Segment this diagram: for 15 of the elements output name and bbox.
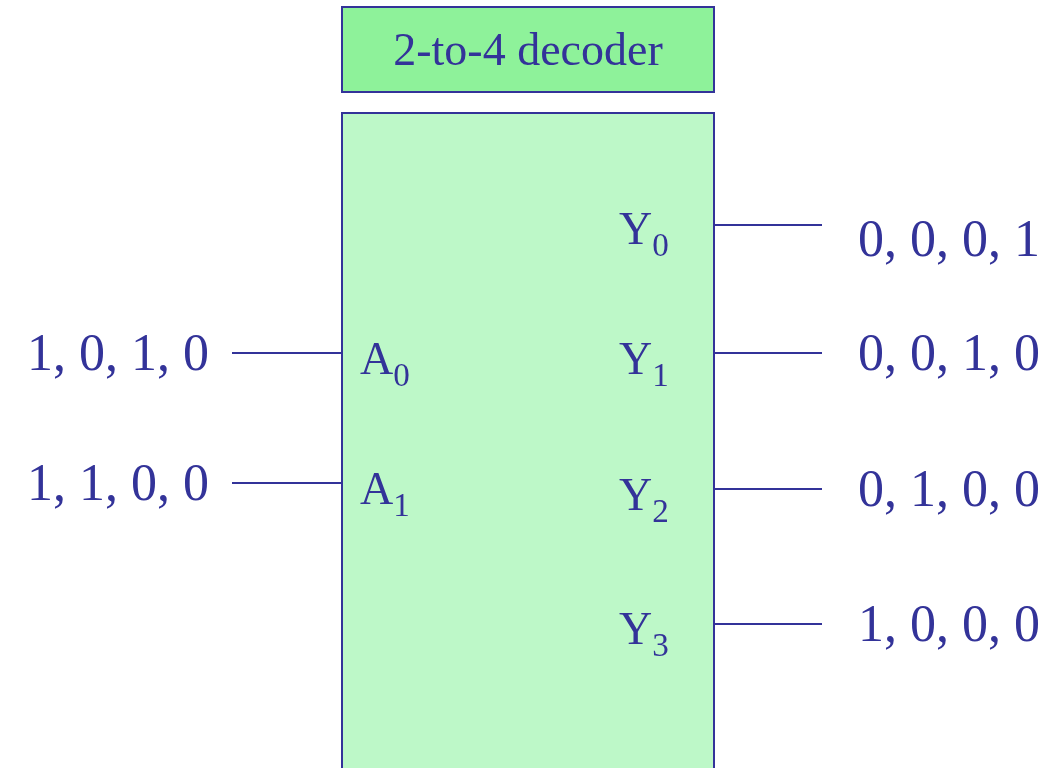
signal-sequence: 0, 1, 0, 0 xyxy=(858,463,1040,515)
signal-sequence: 1, 1, 0, 0 xyxy=(27,457,209,509)
signal-line xyxy=(231,482,342,484)
signal-line xyxy=(714,488,823,490)
block-title: 2-to-4 decoder xyxy=(392,27,664,73)
decoder-block xyxy=(341,112,715,768)
signal-line xyxy=(714,224,823,226)
signal-sequence: 1, 0, 1, 0 xyxy=(27,327,209,379)
signal-line xyxy=(714,352,823,354)
signal-line xyxy=(714,623,823,625)
signal-sequence: 0, 0, 1, 0 xyxy=(858,327,1040,379)
title-box xyxy=(341,6,715,93)
signal-line xyxy=(231,352,342,354)
signal-sequence: 0, 0, 0, 1 xyxy=(858,213,1040,265)
signal-sequence: 1, 0, 0, 0 xyxy=(858,598,1040,650)
